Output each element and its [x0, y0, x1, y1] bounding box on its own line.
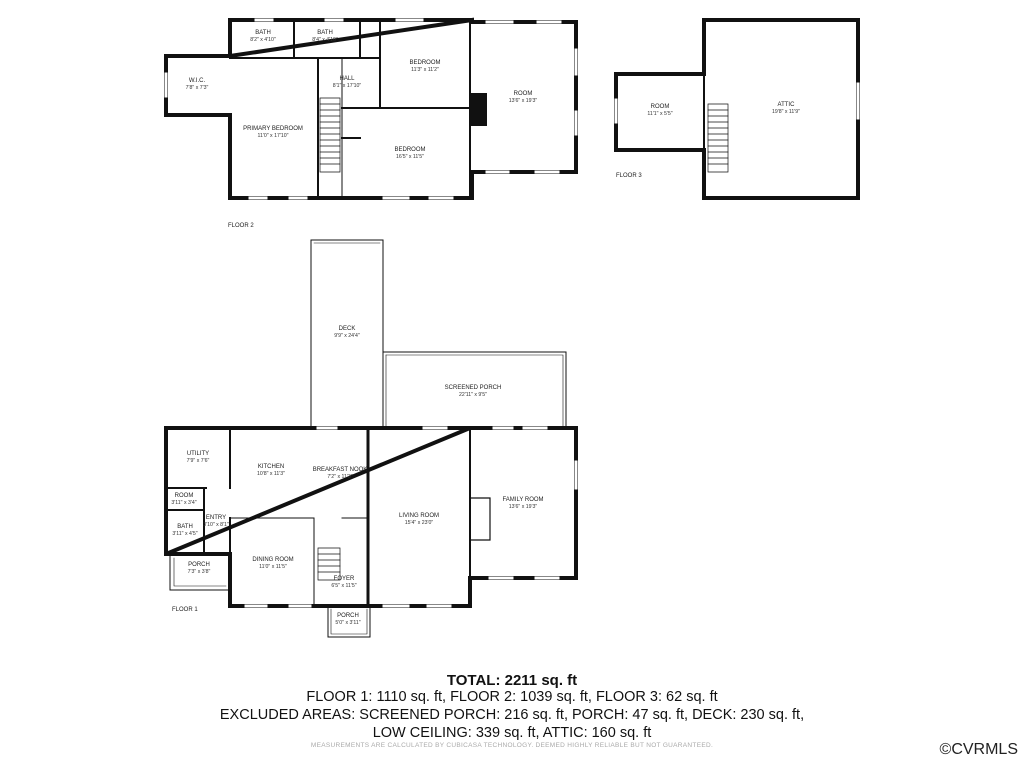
svg-text:FAMILY ROOM: FAMILY ROOM	[502, 497, 543, 503]
deck-outline	[310, 239, 384, 429]
svg-text:DECK: DECK	[339, 326, 356, 332]
room-label-f1-foyer: FOYER 6'5" x 11'5"	[331, 576, 356, 589]
room-label-f1-living-room: LIVING ROOM 15'4" x 23'0"	[399, 513, 439, 526]
floor-areas-line: FLOOR 1: 1110 sq. ft, FLOOR 2: 1039 sq. …	[306, 689, 718, 705]
room-label-f1-entry: ENTRY 3'10" x 8'1"	[203, 515, 229, 528]
svg-text:KITCHEN: KITCHEN	[258, 464, 284, 470]
svg-text:SCREENED PORCH: SCREENED PORCH	[445, 385, 502, 391]
svg-text:3'11" x 3'4": 3'11" x 3'4"	[171, 500, 196, 506]
room-label-f2-bath-2: BATH 8'4" x 4'10"	[312, 30, 338, 43]
room-label-f2-bedroom-2: BEDROOM 16'5" x 11'5"	[394, 147, 425, 160]
svg-text:ROOM: ROOM	[651, 104, 670, 110]
room-label-f3-attic: ATTIC 19'8" x 11'9"	[772, 102, 800, 115]
svg-text:FOYER: FOYER	[334, 576, 355, 582]
floor-2-stairs	[319, 97, 341, 173]
excluded-areas-line: EXCLUDED AREAS: SCREENED PORCH: 216 sq. …	[219, 707, 805, 723]
room-label-f2-bath-1: BATH 8'2" x 4'10"	[250, 30, 276, 43]
svg-text:DINING ROOM: DINING ROOM	[252, 557, 293, 563]
svg-text:3'11" x 4'5": 3'11" x 4'5"	[172, 531, 197, 537]
svg-text:7'8" x 7'3": 7'8" x 7'3"	[186, 85, 209, 91]
svg-text:15'4" x 23'0": 15'4" x 23'0"	[405, 520, 434, 526]
svg-text:6'5" x 11'5": 6'5" x 11'5"	[331, 583, 356, 589]
svg-text:BEDROOM: BEDROOM	[394, 147, 425, 153]
floor-3-label: FLOOR 3	[616, 173, 642, 179]
low-ceiling-line: LOW CEILING: 339 sq. ft, ATTIC: 160 sq. …	[372, 725, 652, 741]
svg-text:9'9" x 24'4": 9'9" x 24'4"	[334, 333, 360, 339]
svg-text:11'0" x 17'10": 11'0" x 17'10"	[258, 133, 289, 139]
svg-text:11'3" x 11'2": 11'3" x 11'2"	[411, 67, 439, 73]
total-area: TOTAL: 2211 sq. ft	[446, 672, 578, 689]
room-label-f1-porch-front: PORCH 5'0" x 3'11"	[335, 613, 360, 626]
svg-text:5'0" x 3'11": 5'0" x 3'11"	[335, 620, 360, 626]
floor-1-label: FLOOR 1	[172, 607, 198, 613]
room-label-f1-family-room: FAMILY ROOM 13'6" x 19'3"	[502, 497, 543, 510]
svg-text:W.I.C.: W.I.C.	[189, 78, 206, 84]
room-label-f1-room: ROOM 3'11" x 3'4"	[171, 493, 196, 506]
svg-text:BATH: BATH	[255, 30, 271, 36]
room-label-f2-hall: HALL 8'1" x 17'10"	[333, 76, 362, 89]
svg-text:ATTIC: ATTIC	[778, 102, 796, 108]
svg-text:13'6" x 19'3": 13'6" x 19'3"	[509, 98, 538, 104]
svg-text:PRIMARY BEDROOM: PRIMARY BEDROOM	[243, 126, 303, 132]
floor-2-walls	[164, 17, 578, 200]
floor-3-windows	[614, 82, 860, 124]
svg-text:22'11" x 9'5": 22'11" x 9'5"	[459, 392, 487, 398]
floor-1-walls	[164, 426, 578, 608]
svg-text:11'1" x 5'5": 11'1" x 5'5"	[647, 111, 672, 117]
side-porch-outline	[169, 555, 229, 591]
floor-1-stairs	[317, 547, 341, 581]
room-label-f1-deck: DECK 9'9" x 24'4"	[334, 326, 360, 339]
svg-text:11'0" x 11'5": 11'0" x 11'5"	[259, 564, 287, 570]
room-label-f1-kitchen: KITCHEN 10'8" x 11'3"	[257, 464, 285, 477]
svg-text:3'10" x 8'1": 3'10" x 8'1"	[203, 522, 229, 528]
floor-1-fireplace	[469, 497, 491, 541]
svg-text:PORCH: PORCH	[337, 613, 359, 619]
room-label-f1-breakfast-nook: BREAKFAST NOOK 7'2" x 11'3"	[313, 467, 368, 480]
svg-text:13'6" x 19'3": 13'6" x 19'3"	[509, 504, 538, 510]
front-porch-outline	[327, 605, 371, 638]
svg-text:16'5" x 11'5": 16'5" x 11'5"	[396, 154, 424, 160]
svg-text:ROOM: ROOM	[175, 493, 194, 499]
svg-text:BREAKFAST NOOK: BREAKFAST NOOK	[313, 467, 368, 473]
room-label-f2-room: ROOM 13'6" x 19'3"	[509, 91, 538, 104]
svg-text:UTILITY: UTILITY	[187, 451, 209, 457]
svg-text:8'4" x 4'10": 8'4" x 4'10"	[312, 37, 338, 43]
svg-text:7'3" x 3'8": 7'3" x 3'8"	[188, 569, 211, 575]
room-label-f1-utility: UTILITY 7'9" x 7'6"	[187, 451, 210, 464]
room-labels: BATH 8'2" x 4'10" BATH 8'4" x 4'10" W.I.…	[171, 30, 800, 626]
svg-text:10'8" x 11'3": 10'8" x 11'3"	[257, 471, 285, 477]
svg-text:HALL: HALL	[339, 76, 355, 82]
floor-2-windows	[164, 18, 578, 200]
svg-text:ENTRY: ENTRY	[206, 515, 226, 521]
room-label-f1-dining-room: DINING ROOM 11'0" x 11'5"	[252, 557, 293, 570]
svg-text:LIVING ROOM: LIVING ROOM	[399, 513, 439, 519]
floor-2-chimney	[470, 93, 487, 126]
room-label-f2-primary-bedroom: PRIMARY BEDROOM 11'0" x 17'10"	[243, 126, 303, 139]
cvrmls-watermark: ©CVRMLS	[939, 741, 1018, 758]
svg-text:PORCH: PORCH	[188, 562, 210, 568]
svg-text:8'2" x 4'10": 8'2" x 4'10"	[250, 37, 276, 43]
measurement-disclaimer: MEASUREMENTS ARE CALCULATED BY CUBICASA …	[310, 742, 714, 749]
svg-text:BEDROOM: BEDROOM	[409, 60, 440, 66]
screened-porch-outline	[382, 351, 567, 429]
floor-1-windows	[244, 426, 578, 608]
svg-text:BATH: BATH	[317, 30, 333, 36]
floor-3-stairs	[707, 103, 729, 173]
svg-text:ROOM: ROOM	[514, 91, 533, 97]
room-label-f2-wic: W.I.C. 7'8" x 7'3"	[186, 78, 209, 91]
svg-text:7'2" x 11'3": 7'2" x 11'3"	[327, 474, 352, 480]
svg-text:BATH: BATH	[177, 524, 193, 530]
svg-text:7'9" x 7'6": 7'9" x 7'6"	[187, 458, 210, 464]
room-label-f1-porch-side: PORCH 7'3" x 3'8"	[188, 562, 211, 575]
svg-text:19'8" x 11'9": 19'8" x 11'9"	[772, 109, 800, 115]
room-label-f2-bedroom-1: BEDROOM 11'3" x 11'2"	[409, 60, 440, 73]
floor-3-walls	[614, 18, 860, 200]
svg-text:8'1" x 17'10": 8'1" x 17'10"	[333, 83, 362, 89]
floor-2-label: FLOOR 2	[228, 223, 254, 229]
room-label-f1-bath: BATH 3'11" x 4'5"	[172, 524, 197, 537]
room-label-f3-room: ROOM 11'1" x 5'5"	[647, 104, 672, 117]
room-label-f1-screened-porch: SCREENED PORCH 22'11" x 9'5"	[445, 385, 502, 398]
